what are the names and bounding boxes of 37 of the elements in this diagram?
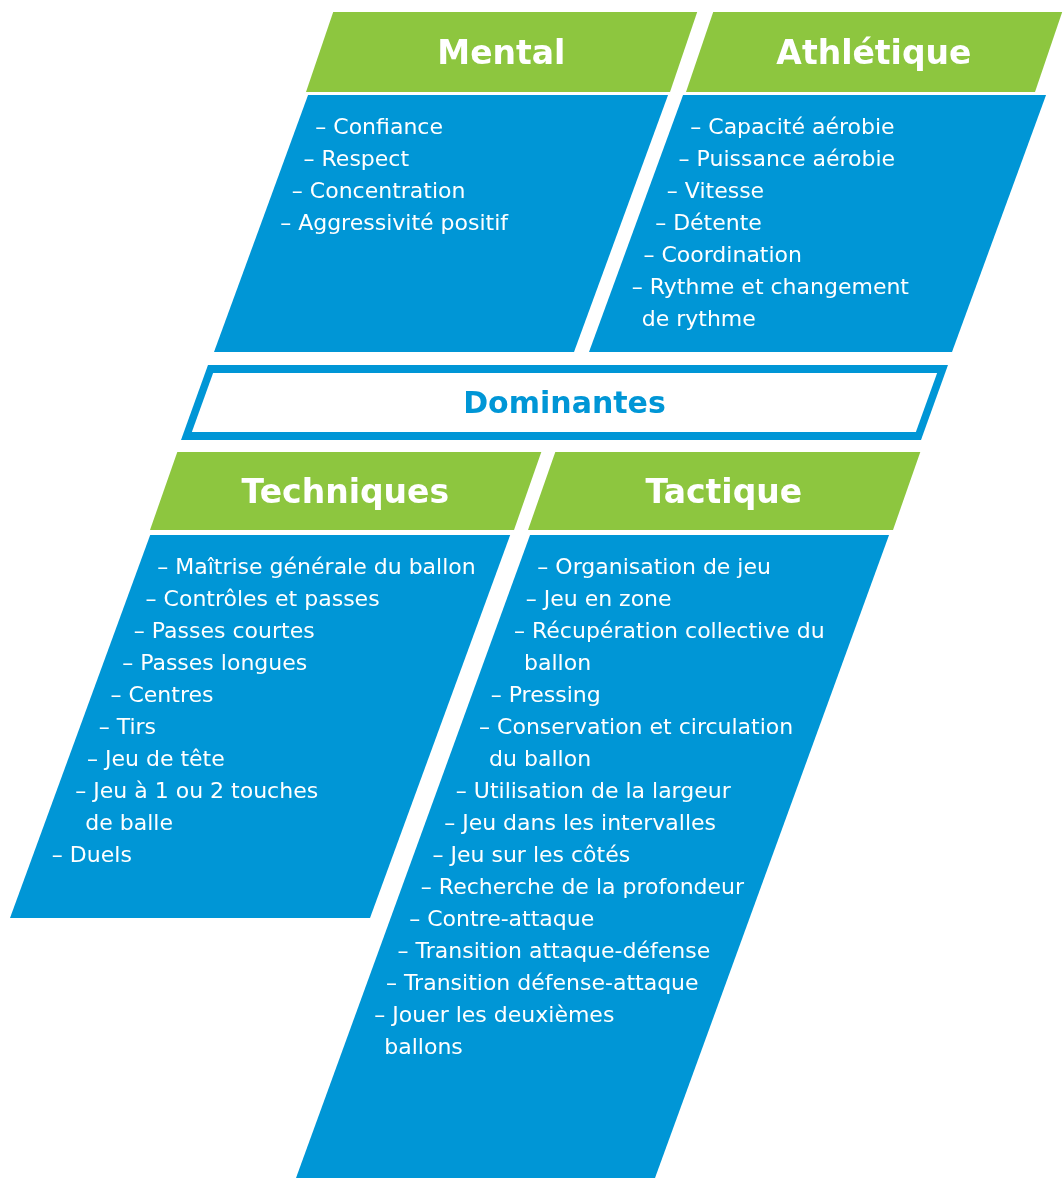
list-item: – Transition défense-attaque	[385, 969, 700, 997]
list-item: – Jeu à 1 ou 2 touches de balle	[75, 777, 320, 837]
heading: Dominantes	[463, 385, 666, 420]
list-item: – Contre-attaque	[409, 905, 595, 933]
list-item: – Jouer les deuxièmes ballons	[374, 1001, 616, 1061]
list-item: – Détente	[655, 209, 762, 237]
list-item: – Respect	[303, 145, 410, 173]
list-item: – Organisation de jeu	[537, 553, 771, 581]
list-item: – Duels	[51, 841, 132, 869]
list-item: – Tirs	[98, 713, 157, 741]
list-item: – Jeu sur les côtés	[432, 841, 631, 869]
list-item: – Confiance	[315, 113, 443, 141]
list-item: – Conservation et circulation du ballon	[479, 713, 795, 773]
list-item: – Récupération collective du ballon	[514, 617, 826, 677]
list-item: – Centres	[110, 681, 214, 709]
list-item: – Jeu dans les intervalles	[444, 809, 717, 837]
heading: Mental	[437, 32, 566, 72]
list-item: – Rythme et changement de rythme	[631, 273, 910, 333]
list-item: – Passes courtes	[133, 617, 315, 645]
list-item: – Passes longues	[122, 649, 308, 677]
list-item: – Capacité aérobie	[690, 113, 895, 141]
heading: Techniques	[241, 471, 450, 511]
list-item: – Concentration	[291, 177, 466, 205]
heading: Athlétique	[776, 32, 972, 72]
list-item: – Jeu en zone	[525, 585, 672, 613]
heading: Tactique	[645, 471, 803, 511]
list-item: – Pressing	[490, 681, 601, 709]
list-item: – Jeu de tête	[87, 745, 225, 773]
list-item: – Contrôles et passes	[145, 585, 380, 613]
list-item: – Coordination	[643, 241, 802, 269]
list-item: – Aggressivité positif	[280, 209, 508, 237]
list-item: – Recherche de la profondeur	[420, 873, 746, 901]
list-item: – Vitesse	[666, 177, 765, 205]
list-item: – Maîtrise générale du ballon	[157, 553, 477, 581]
list-item: – Puissance aérobie	[678, 145, 896, 173]
list-item: – Transition attaque-défense	[397, 937, 712, 965]
list-item: – Utilisation de la largeur	[455, 777, 731, 805]
